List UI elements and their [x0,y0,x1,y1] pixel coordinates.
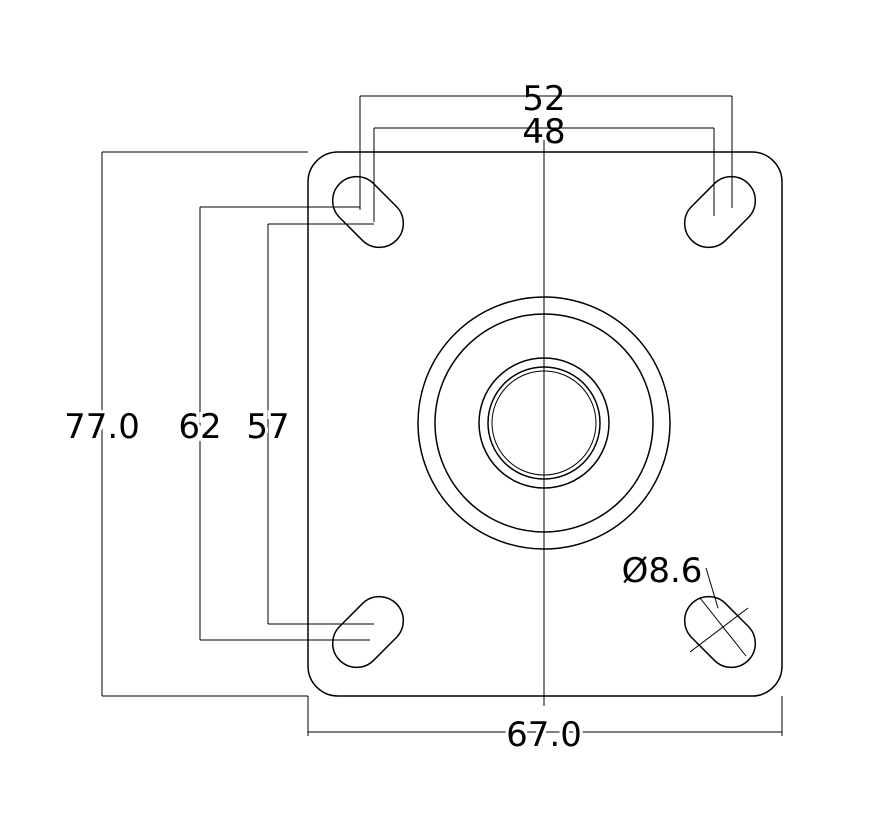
dimension-62-label: 62 [178,407,221,447]
swivel-bearing [417,296,671,550]
dimension-57-label: 57 [246,407,289,447]
hole-diameter-label: Ø8.6 [622,551,703,591]
bearing-bore-inner [491,370,597,476]
bearing-outer-ring [417,296,671,550]
dimension-67 [307,696,783,736]
slot-top-right [683,175,757,249]
dimension-57 [267,223,374,625]
dimension-77-label: 77.0 [64,407,140,447]
hole-diameter-leader [705,567,719,609]
dimension-67-label: 67.0 [506,715,582,755]
dimension-52 [359,95,733,210]
mounting-plate-outline [307,151,783,697]
bearing-second-ring [434,313,654,533]
slot-top-left [331,175,405,249]
bearing-inner-ring [478,357,610,489]
dimension-48-label: 48 [522,112,565,152]
dimension-77 [101,151,308,697]
dimension-62 [199,206,370,641]
dimension-52-label: 52 [522,79,565,119]
bearing-bore-outer [487,366,601,480]
mounting-slots [331,175,757,669]
slot-bottom-right [683,595,757,669]
dimension-48 [373,127,715,222]
slot-cross-line-2 [689,607,749,653]
slot-bottom-left [331,595,405,669]
